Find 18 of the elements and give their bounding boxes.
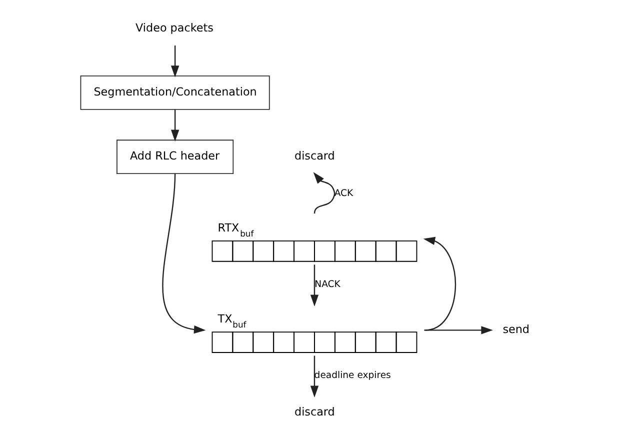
node-box: Segmentation/Concatenation [80, 76, 270, 110]
node-label: TX$_{buf}$ [218, 312, 246, 330]
edge-label: ACK [334, 188, 354, 199]
arrow [423, 236, 456, 331]
node-label: RTX$_{buf}$ [218, 221, 254, 238]
node-text: discard [294, 150, 335, 163]
edge-label: NACK [314, 278, 340, 290]
node-text: discard [294, 405, 335, 418]
arrow [170, 46, 180, 78]
node-text: Video packets [136, 21, 214, 34]
node-text: send [502, 323, 530, 336]
arrow [310, 264, 319, 306]
arrow [310, 356, 319, 398]
arrow [162, 174, 206, 334]
arrow [424, 326, 493, 334]
arrow [170, 110, 180, 142]
node-box: Add RLC header [116, 140, 234, 174]
arrow [313, 172, 336, 214]
